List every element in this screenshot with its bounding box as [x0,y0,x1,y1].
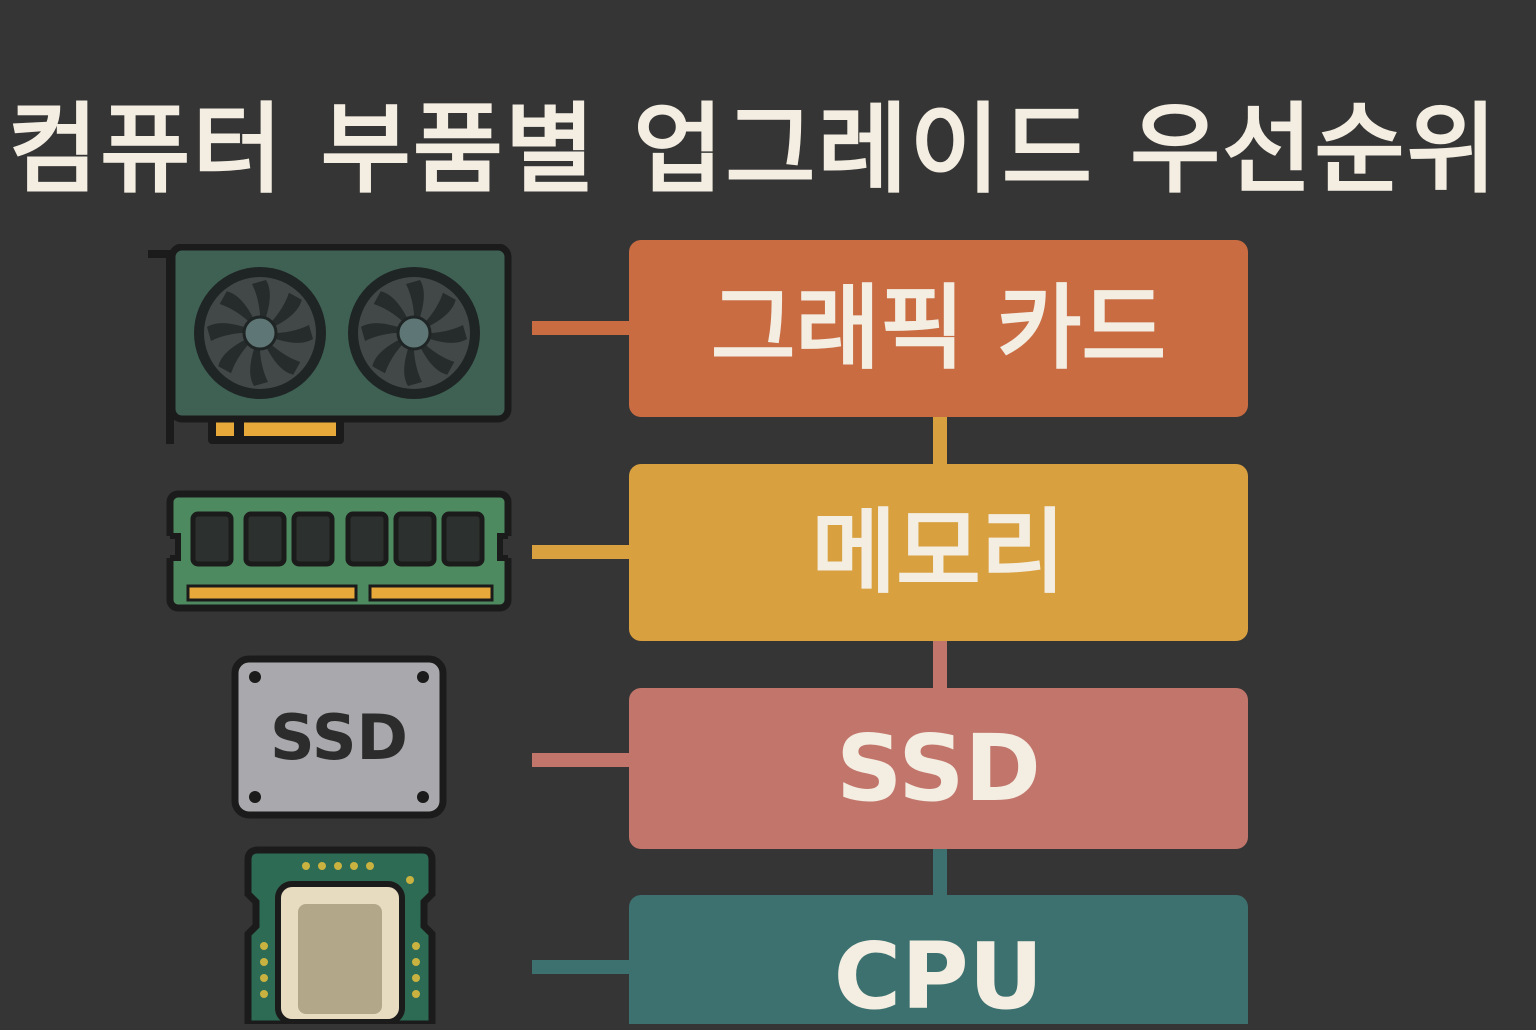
priority-label: 메모리 [811,498,1066,606]
cpu-chip-icon [244,846,436,1024]
memory-module-icon [166,490,512,612]
priority-box-memory: 메모리 [629,464,1248,641]
priority-box-ssd: SSD [629,688,1248,849]
priority-box-graphics-card: 그래픽 카드 [629,240,1248,417]
connector-memory [532,545,630,559]
priority-label: 그래픽 카드 [710,274,1167,382]
connector-vertical-1 [933,416,947,466]
page-title: 컴퓨터 부품별 업그레이드 우선순위 [8,93,1499,207]
priority-label: SSD [836,714,1041,822]
connector-cpu [532,960,630,974]
connector-vertical-2 [933,640,947,690]
ssd-icon-label: SSD [270,700,408,774]
connector-vertical-3 [933,848,947,896]
connector-graphics-card [532,321,630,335]
graphics-card-icon [148,244,512,444]
connector-ssd [532,753,630,767]
ssd-icon: SSD [231,655,447,819]
priority-box-cpu: CPU [629,895,1248,1024]
priority-label: CPU [833,923,1044,1030]
